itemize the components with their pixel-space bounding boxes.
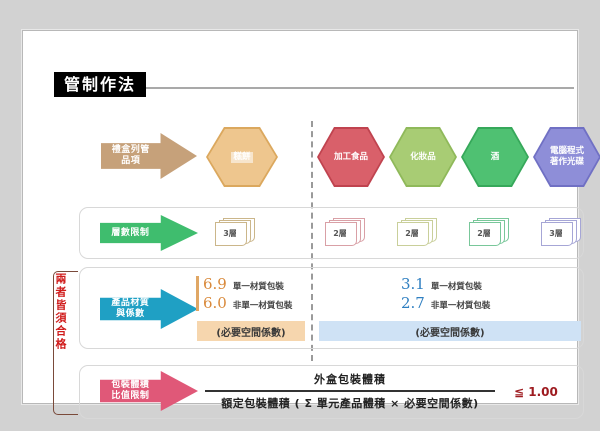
layer-card-cosmetics: 2層 [397, 218, 437, 246]
slide-card: 管制作法 禮盒列管 品項 糕餅 加工食品 化妝品 酒 [22, 30, 600, 419]
layer-row-frame [79, 207, 584, 259]
formula-numerator: 外盒包裝體積 [314, 373, 386, 386]
coefficient-right-value-1: 3.1 [401, 275, 425, 293]
title-underline [119, 87, 574, 89]
layer-card-pastry: 3層 [215, 218, 255, 246]
coefficient-right-band: (必要空間係數) [319, 321, 581, 341]
hexagon-processed-food[interactable]: 加工食品 [317, 127, 385, 187]
arrow-material-coefficient-label-2: 與係數 [116, 309, 145, 319]
coefficient-right-line-2: 2.7 非單一材質包裝 [401, 294, 511, 313]
coefficient-row-frame [79, 267, 584, 349]
layer-card-alcohol: 2層 [469, 218, 509, 246]
coefficient-right-text-2: 非單一材質包裝 [430, 301, 491, 311]
arrow-volume-ratio-label-2: 比值限制 [111, 391, 150, 401]
coefficient-right-line-1: 3.1 單一材質包裝 [401, 275, 511, 294]
coefficient-right-band-label: (必要空間係數) [415, 327, 485, 339]
hexagon-cosmetics[interactable]: 化妝品 [389, 127, 457, 187]
layer-card-processed-food-value: 2層 [333, 228, 347, 238]
layer-card-alcohol-value: 2層 [477, 228, 491, 238]
hexagon-software-disc[interactable]: 電腦程式 著作光碟 [533, 127, 600, 187]
coefficient-left-accent-bar [196, 276, 199, 311]
hexagon-alcohol-label: 酒 [490, 151, 500, 162]
coefficient-left-text-1: 單一材質包裝 [232, 282, 284, 292]
hexagon-processed-food-label: 加工食品 [333, 151, 368, 162]
coefficient-left-line-2: 6.0 非單一材質包裝 [203, 294, 303, 313]
arrow-item-label-1: 禮盒列管 [111, 145, 150, 155]
coefficient-right-text-1: 單一材質包裝 [430, 282, 482, 292]
hexagon-software-disc-label: 電腦程式 著作光碟 [550, 146, 584, 168]
arrow-layer-limit-label: 層數限制 [111, 227, 150, 238]
arrow-material-coefficient-label-1: 產品材質 [111, 298, 150, 308]
coefficient-left-text-2: 非單一材質包裝 [232, 301, 293, 311]
hexagon-cosmetics-label: 化妝品 [410, 151, 436, 162]
hexagon-software-disc-label-2: 著作光碟 [549, 157, 584, 167]
layer-card-cosmetics-value: 2層 [405, 228, 419, 238]
layer-card-software-disc: 3層 [541, 218, 581, 246]
layer-card-processed-food: 2層 [325, 218, 365, 246]
side-note-bracket [53, 271, 78, 415]
layer-card-software-disc-value: 3層 [549, 228, 563, 238]
hexagon-pastry[interactable]: 糕餅 [206, 127, 278, 187]
layer-card-pastry-value: 3層 [223, 228, 237, 238]
coefficient-left-band: (必要空間係數) [197, 321, 305, 341]
coefficients-right: 3.1 單一材質包裝 2.7 非單一材質包裝 [401, 275, 511, 313]
page-title: 管制作法 [54, 72, 147, 97]
coefficient-left-value-2: 6.0 [203, 294, 227, 312]
hexagon-alcohol[interactable]: 酒 [461, 127, 529, 187]
coefficient-left-band-label: (必要空間係數) [216, 327, 286, 339]
volume-ratio-row-frame [79, 365, 584, 419]
formula-result: ≦ 1.00 [514, 385, 558, 399]
formula-denominator: 額定包裝體積 ( Σ 單元產品體積 × 必要空間係數) [221, 396, 479, 410]
arrow-item-label-2: 品項 [121, 156, 141, 166]
side-note-label: 兩者皆須合格 [54, 273, 67, 351]
coefficient-right-value-2: 2.7 [401, 294, 425, 312]
arrow-item-row: 禮盒列管 品項 [101, 133, 197, 179]
formula-divider-bar [205, 390, 495, 392]
coefficients-left: 6.9 單一材質包裝 6.0 非單一材質包裝 [196, 275, 303, 313]
coefficient-left-line-1: 6.9 單一材質包裝 [203, 275, 303, 294]
hexagon-software-disc-label-1: 電腦程式 [549, 146, 584, 156]
volume-ratio-formula: 外盒包裝體積 額定包裝體積 ( Σ 單元產品體積 × 必要空間係數) [205, 371, 495, 411]
hexagon-pastry-label: 糕餅 [231, 151, 253, 163]
coefficient-left-value-1: 6.9 [203, 275, 227, 293]
arrow-volume-ratio-label-1: 包裝體積 [111, 380, 150, 390]
category-divider [311, 121, 313, 361]
